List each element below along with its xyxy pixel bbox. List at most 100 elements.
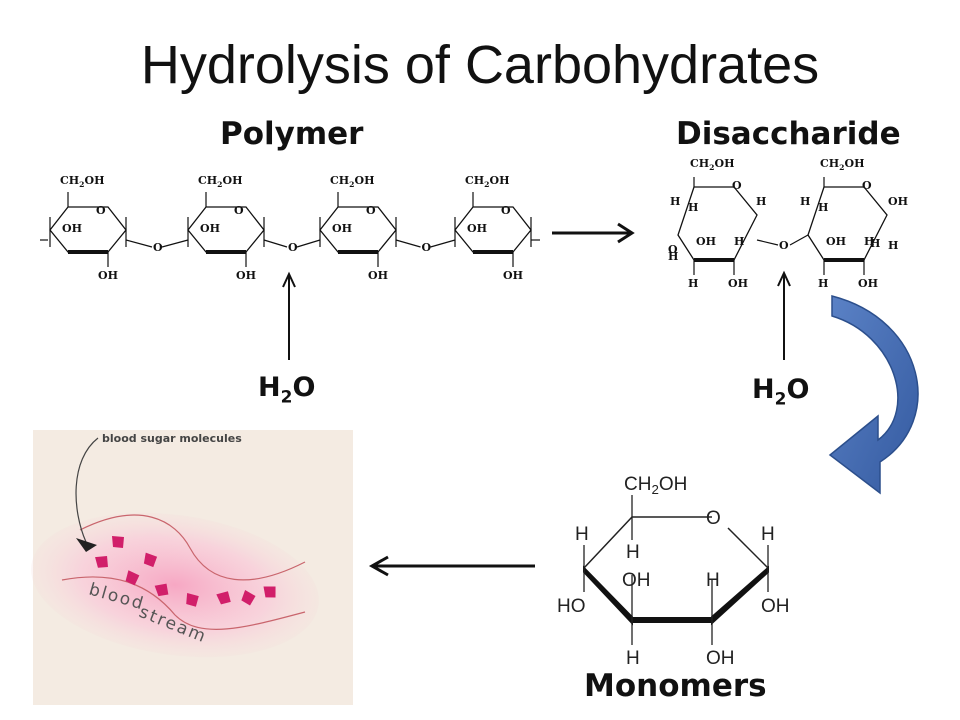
ring-oxygen: O <box>234 204 244 217</box>
oh-label: OH <box>332 222 352 235</box>
water-label-polymer: H2O <box>258 372 315 407</box>
h-label: H <box>756 195 766 208</box>
ring-outline <box>677 186 758 261</box>
h-label: H <box>734 235 744 248</box>
bridge-oxygen: O <box>779 239 789 252</box>
blood-panel-caption: blood sugar molecules <box>102 432 242 445</box>
h-label: H <box>870 237 880 250</box>
ring-oxygen: O <box>96 204 106 217</box>
arrow-monomer-to-blood <box>368 555 535 577</box>
h-label: H <box>818 201 828 214</box>
oh-label: OH <box>62 222 82 235</box>
glycosidic-bond <box>125 239 153 248</box>
water-o: O <box>292 372 316 403</box>
h-label: H <box>668 250 678 263</box>
bridge-oxygen: O <box>153 241 163 254</box>
water-label-disaccharide: H2O <box>752 374 809 409</box>
sugar-molecule <box>216 591 231 605</box>
oh-label: OH <box>728 277 748 290</box>
h-label: H <box>864 235 874 248</box>
bridge-oxygen: O <box>288 241 298 254</box>
oh-label: OH <box>888 195 908 208</box>
glycosidic-bond <box>395 239 421 248</box>
h-label: H <box>761 524 775 545</box>
h-label: H <box>688 277 698 290</box>
blood-stream-illustration: blood sugar molecules blood stream <box>31 430 353 705</box>
oh-oxygen: O <box>668 243 678 256</box>
water-o: O <box>786 374 810 405</box>
ring-oxygen: O <box>501 204 511 217</box>
oh-label: OH <box>696 235 716 248</box>
ch2oh-label: CH2OH <box>820 157 865 172</box>
polymer-label: Polymer <box>220 116 364 152</box>
polymer-chain: CH2OHOOHOHOCH2OHOOHOHOCH2OHOOHOHOCH2OHOO… <box>40 174 540 282</box>
sugar-molecule <box>143 552 158 568</box>
water-arrow-disaccharide <box>777 270 791 360</box>
glycosidic-bond <box>789 234 809 246</box>
ring-oxygen: O <box>706 508 721 529</box>
glycosidic-bond <box>296 239 321 248</box>
h-label: H <box>800 195 810 208</box>
sugar-molecule <box>112 536 124 548</box>
water-subscript: 2 <box>774 389 787 410</box>
wedge-right <box>711 565 769 626</box>
oh-label: OH <box>761 596 790 617</box>
monomers-label: Monomers <box>584 668 767 704</box>
oh-label: OH <box>826 235 846 248</box>
sugar-molecule <box>95 556 108 568</box>
oh-label: OH <box>200 222 220 235</box>
h-label: H <box>818 277 828 290</box>
ring-edge <box>727 527 769 569</box>
ch2oh-label: CH2OH <box>60 174 105 189</box>
disaccharide-label: Disaccharide <box>676 116 901 152</box>
oh-label: OH <box>503 269 523 282</box>
bridge-oxygen: O <box>422 241 432 254</box>
ch2oh-label: CH2OH <box>690 157 735 172</box>
oh-label: OH <box>706 648 735 669</box>
ch2oh-label: CH2OH <box>465 174 510 189</box>
ring-oxygen: O <box>862 179 872 192</box>
ring-top-edge <box>583 516 712 569</box>
sugar-molecule <box>154 583 169 597</box>
oh-label: OH <box>98 269 118 282</box>
glycosidic-bond <box>756 239 779 246</box>
h-label: H <box>626 648 640 669</box>
h-label: H <box>626 542 640 563</box>
oh-label: OH <box>858 277 878 290</box>
h-label: H <box>575 524 589 545</box>
ho-label: HO <box>557 596 586 617</box>
h-label: H <box>706 570 720 591</box>
ring-oxygen: O <box>366 204 376 217</box>
ch2oh-label: CH2OH <box>198 174 243 189</box>
polymer-ring: CH2OH O OH OH O <box>49 174 189 282</box>
page-title: Hydrolysis of Carbohydrates <box>140 35 820 95</box>
oh-label: OH <box>622 570 651 591</box>
sugar-molecule <box>241 590 256 606</box>
polymer-ring: CH2OH O OH OH <box>454 174 532 282</box>
water-h: H <box>752 374 775 405</box>
h-label: H <box>888 239 898 252</box>
h-label: H <box>688 201 698 214</box>
curved-arrow <box>828 295 919 495</box>
sugar-molecule <box>125 570 140 586</box>
ring-oxygen: O <box>732 179 742 192</box>
water-subscript: 2 <box>280 387 293 408</box>
water-arrow-polymer <box>282 271 296 360</box>
glycosidic-bond <box>161 239 189 248</box>
oh-label: OH <box>368 269 388 282</box>
water-h: H <box>258 372 281 403</box>
oh-label: OH <box>467 222 487 235</box>
sugar-molecule <box>186 593 199 607</box>
sugar-molecule <box>263 586 276 598</box>
glycosidic-bond <box>263 239 288 248</box>
glycosidic-bond <box>430 239 456 248</box>
monomer-structure: O CH2OH H H H HO OH OH H H OH <box>557 474 790 669</box>
ch2oh-label: CH2OH <box>624 474 687 497</box>
h-label: H <box>670 195 680 208</box>
